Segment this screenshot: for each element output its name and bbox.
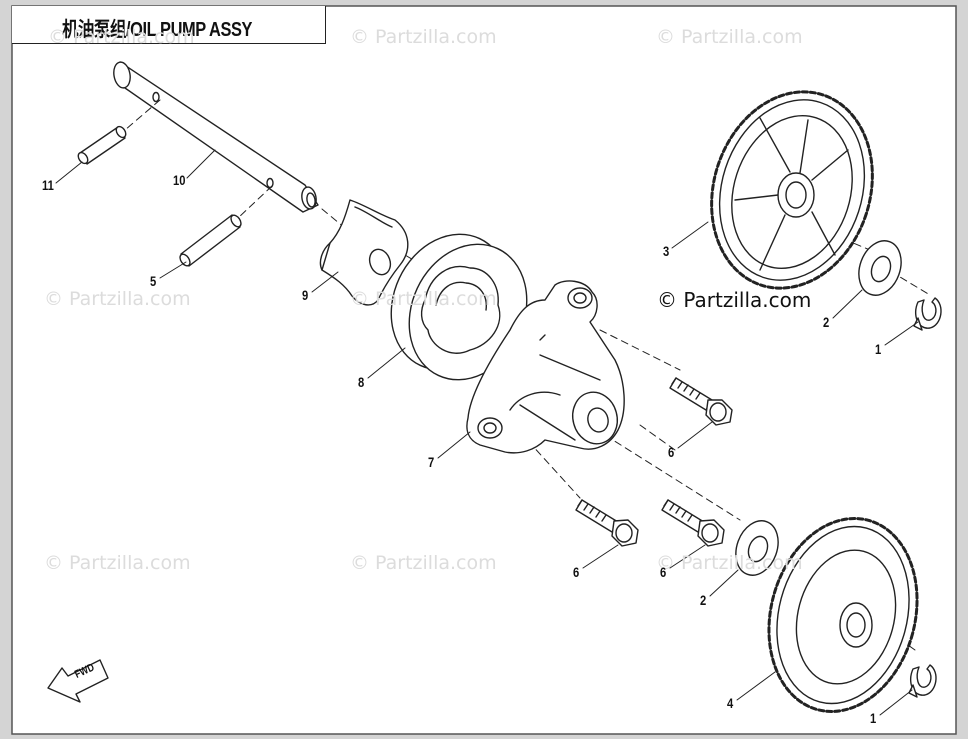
watermark: © Partzilla.com <box>656 552 803 574</box>
callout-2[interactable]: 2 <box>700 592 707 608</box>
gear-part-4 <box>767 517 919 713</box>
pin-part-11 <box>77 125 127 165</box>
circlip-part-1-lower <box>908 664 937 698</box>
callout-6[interactable]: 6 <box>573 564 580 580</box>
diagram-title: 机油泵组/OIL PUMP ASSY <box>62 19 253 41</box>
gear-part-3 <box>710 90 874 290</box>
watermark: © Partzilla.com <box>44 552 191 574</box>
fwd-arrow-icon <box>47 659 109 703</box>
callout-11[interactable]: 11 <box>42 177 54 193</box>
bolt-part-6-lower-left <box>575 499 639 547</box>
callout-8[interactable]: 8 <box>358 374 365 390</box>
callout-1[interactable]: 1 <box>875 341 882 357</box>
watermark: © Partzilla.com <box>350 552 497 574</box>
pump-body-part-7 <box>466 280 625 454</box>
shaft-part-10 <box>113 61 319 213</box>
callout-3[interactable]: 3 <box>663 243 670 259</box>
washer-part-2-upper <box>858 240 902 296</box>
callout-7[interactable]: 7 <box>428 454 435 470</box>
bolt-part-6-lower-right <box>661 499 725 547</box>
callout-5[interactable]: 5 <box>150 273 157 289</box>
callout-4[interactable]: 4 <box>727 695 734 711</box>
callout-6[interactable]: 6 <box>668 444 675 460</box>
callout-2[interactable]: 2 <box>823 314 830 330</box>
callout-10[interactable]: 10 <box>173 172 186 188</box>
circlip-part-1-upper <box>913 297 942 331</box>
watermark: © Partzilla.com <box>350 26 497 48</box>
callout-leader-lines <box>55 149 919 716</box>
watermark: © Partzilla.com <box>350 288 497 310</box>
callout-1[interactable]: 1 <box>870 710 877 726</box>
callout-6[interactable]: 6 <box>660 564 667 580</box>
watermark: © Partzilla.com <box>48 26 195 48</box>
callout-9[interactable]: 9 <box>302 287 309 303</box>
watermark: © Partzilla.com <box>44 288 191 310</box>
title-box: 机油泵组/OIL PUMP ASSY <box>12 6 326 44</box>
outer-rotor-part-8 <box>390 233 528 381</box>
washer-part-2-lower <box>735 520 779 576</box>
inner-rotor-part-9 <box>319 199 409 306</box>
watermark: © Partzilla.com <box>656 26 803 48</box>
bolt-part-6-upper <box>669 377 733 426</box>
main-watermark: © Partzilla.com <box>657 288 812 312</box>
